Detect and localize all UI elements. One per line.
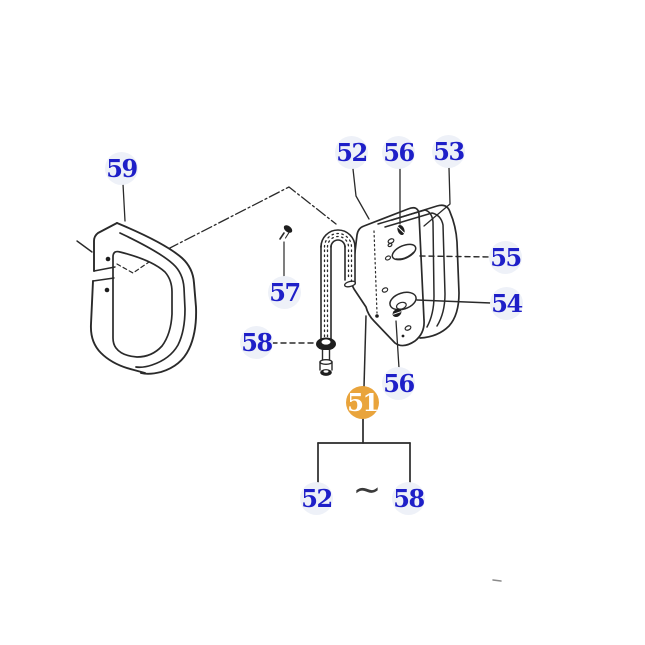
callout-51-highlighted[interactable]: 51: [346, 386, 379, 419]
callout-52-bottom[interactable]: 52: [300, 482, 333, 515]
gasket-part-drawing: [89, 222, 198, 375]
callout-58-bottom[interactable]: 58: [392, 482, 425, 515]
leader-lines: [122, 167, 492, 444]
callout-57[interactable]: 57: [268, 276, 301, 309]
mount-bolt-drawing: [316, 337, 336, 376]
outlet-port-55: [391, 243, 417, 261]
callout-59[interactable]: 59: [105, 152, 138, 185]
callout-52-top[interactable]: 52: [335, 136, 368, 169]
inlet-port-54: [389, 291, 417, 311]
range-bracket: [317, 442, 411, 484]
cover-plate-details: [373, 224, 417, 338]
callout-55[interactable]: 55: [489, 241, 522, 274]
screw-56-bottom: [392, 308, 402, 318]
callout-54[interactable]: 54: [490, 287, 523, 320]
stray-mark: [492, 579, 502, 582]
callout-58-left[interactable]: 58: [240, 326, 273, 359]
exhaust-tube-drawing: [320, 229, 357, 341]
callout-53[interactable]: 53: [432, 135, 465, 168]
assembly-centerline: [76, 186, 337, 253]
callout-56-top[interactable]: 56: [382, 136, 415, 169]
callout-56-bottom[interactable]: 56: [382, 367, 415, 400]
range-separator: ∼: [352, 470, 382, 510]
screw-57-drawing: [279, 225, 293, 240]
screw-56-top: [397, 224, 405, 236]
cover-plate-drawing: [350, 206, 425, 347]
